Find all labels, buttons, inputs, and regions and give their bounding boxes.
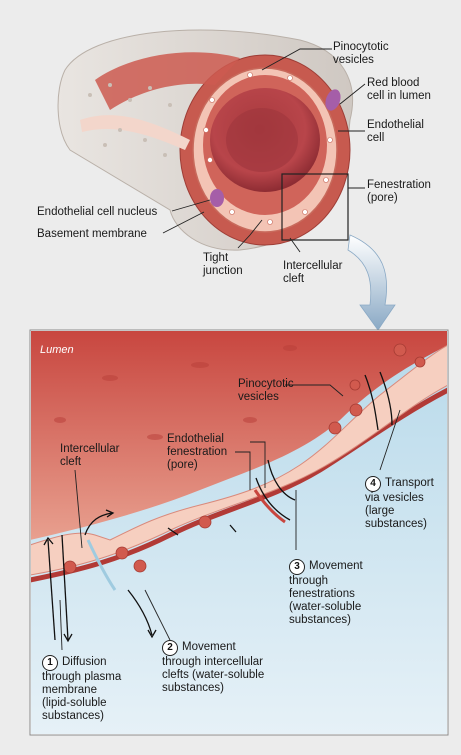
detail-leader-lines	[59, 384, 401, 651]
label-intercellular-cleft-top: Intercellular cleft	[283, 260, 343, 285]
transport-arrows	[43, 371, 393, 643]
top-leader-lines	[162, 48, 366, 253]
step-2-number: 2	[162, 640, 178, 656]
capillary-cross-section	[57, 29, 354, 251]
step-2-description: through intercellular clefts (water-solu…	[162, 656, 265, 694]
label-basement-membrane: Basement membrane	[37, 228, 147, 240]
label-lumen: Lumen	[40, 344, 74, 356]
label-endothelial-cell-nucleus: Endothelial cell nucleus	[37, 206, 158, 218]
label-intercellular-cleft-detail: Intercellular cleft	[60, 443, 120, 468]
step-3-number: 3	[289, 559, 305, 575]
zoom-arrow	[347, 234, 396, 331]
step-1-title: Diffusion	[62, 656, 107, 668]
step-4-title: Transport	[385, 477, 434, 489]
step-3-title: Movement	[309, 560, 363, 572]
label-tight-junction: Tight junction	[203, 252, 243, 277]
step-2-title: Movement	[182, 641, 236, 653]
step-4-number: 4	[365, 476, 381, 492]
label-fenestration: Fenestration (pore)	[367, 179, 431, 204]
label-endothelial-fenestration: Endothelial fenestration (pore)	[167, 433, 228, 471]
step-3-description: through fenestrations (water-soluble sub…	[289, 575, 362, 626]
label-pinocytotic-vesicles-top: Pinocytotic vesicles	[333, 41, 389, 66]
label-red-blood-cell: Red blood cell in lumen	[367, 77, 431, 102]
detail-panel	[29, 329, 449, 736]
step-4-description: via vesicles (large substances)	[365, 492, 428, 530]
step-1-description: through plasma membrane (lipid-soluble s…	[42, 671, 122, 722]
label-pinocytotic-vesicles-detail: Pinocytotic vesicles	[238, 378, 294, 403]
label-endothelial-cell: Endothelial cell	[367, 119, 424, 144]
step-1-number: 1	[42, 655, 58, 671]
